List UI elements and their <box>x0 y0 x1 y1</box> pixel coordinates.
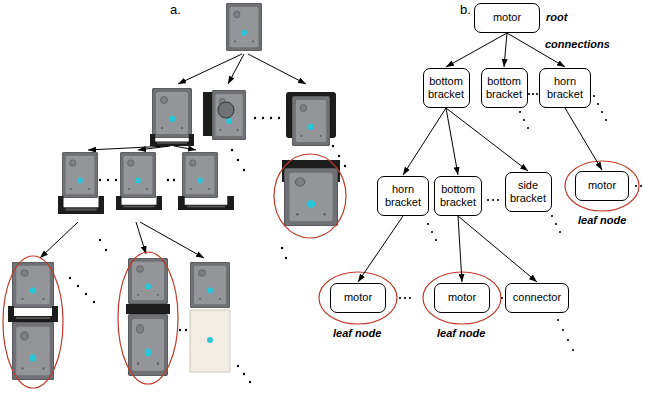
node-label: motor <box>588 179 616 192</box>
annotation: leaf node <box>333 327 381 339</box>
annotation: connections <box>545 38 610 50</box>
tree-connector <box>446 33 507 67</box>
tree-node-box: horn bracket <box>377 176 429 216</box>
annotation: root <box>546 11 567 23</box>
tree-node-box: horn bracket <box>539 68 591 108</box>
annotation: leaf node <box>578 214 626 226</box>
annotation: leaf node <box>437 327 485 339</box>
node-label: motor <box>344 291 372 304</box>
tree-connector <box>446 108 458 175</box>
node-label: horn bracket <box>543 75 587 101</box>
node-label: bottom bracket <box>427 75 466 101</box>
tree-connector <box>504 33 507 67</box>
node-label: horn bracket <box>381 183 425 209</box>
node-label: bottom bracket <box>438 183 478 209</box>
tree-node-box: motor <box>434 283 490 313</box>
tree-node-box: side bracket <box>505 172 552 212</box>
tree-node-box: bottom bracket <box>481 68 528 108</box>
tree-connector <box>446 108 528 171</box>
node-label: bottom bracket <box>485 75 524 101</box>
tree-node-box: bottom bracket <box>423 68 470 108</box>
panel-letter: a. <box>170 2 181 17</box>
node-label: motor <box>493 11 521 24</box>
tree-connector <box>358 216 403 282</box>
tree-node-box: motor <box>474 3 540 33</box>
tree-connector <box>458 216 537 282</box>
tree-node-box: bottom bracket <box>434 176 482 216</box>
tree-node-box: motor <box>575 171 629 201</box>
tree-node-box: connector <box>505 283 569 313</box>
panel-letter: b. <box>460 2 471 17</box>
tree-connector <box>458 216 462 282</box>
tree-connector <box>565 108 602 170</box>
node-label: connector <box>513 291 561 304</box>
tree-connector <box>403 108 446 175</box>
tree-node-box: motor <box>330 283 386 313</box>
node-label: motor <box>448 291 476 304</box>
node-label: side bracket <box>509 179 548 205</box>
